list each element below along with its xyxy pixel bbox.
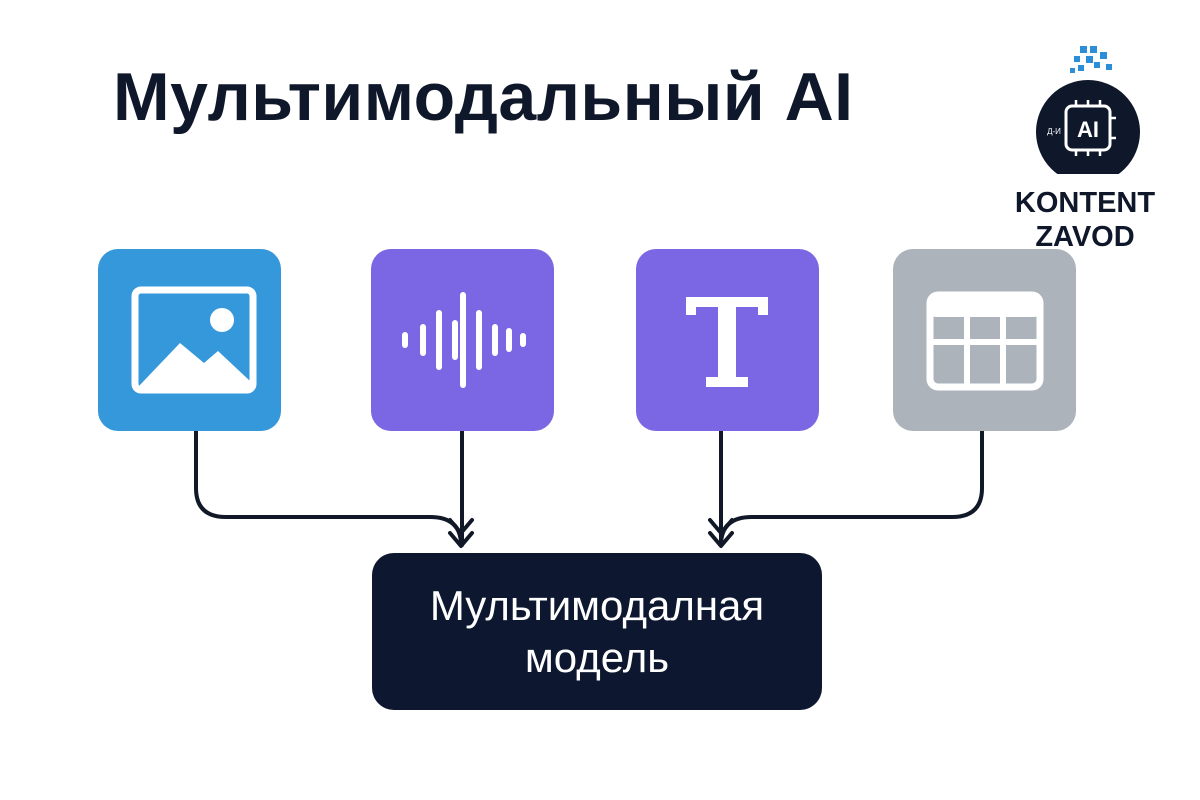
connector-table: [719, 429, 984, 547]
arrowhead-right-outer: [708, 518, 734, 535]
modality-tile-table: [893, 249, 1076, 431]
modality-tile-image: [98, 249, 281, 431]
logo-brand-line2: ZAVOD: [1035, 221, 1135, 253]
image-icon: [98, 249, 281, 431]
arrowhead-right-inner: [708, 531, 734, 548]
sound-wave-icon: [371, 249, 554, 431]
model-label-line2: модель: [524, 633, 670, 681]
logo-badge-text: AI: [1077, 117, 1099, 142]
modality-tile-audio: [371, 249, 554, 431]
connector-image: [194, 429, 463, 547]
logo-chip-text: Д-И: [1047, 127, 1061, 136]
arrowhead-left-inner: [448, 531, 474, 548]
multimodal-model-box: Мультимодалная модель: [372, 553, 822, 710]
logo-brand-text: KONTENT ZAVOD: [990, 186, 1180, 254]
arrowhead-left-outer: [448, 518, 474, 535]
logo-brand-line1: KONTENT: [1014, 187, 1156, 219]
text-t-icon: [636, 249, 819, 431]
modality-tile-text: [636, 249, 819, 431]
model-label-line1: Мультимодалная: [429, 581, 765, 629]
page-title: Мультимодальный AI: [113, 59, 854, 135]
kontent-zavod-logo: AI Д-И KONTENT ZAVOD: [990, 44, 1180, 254]
table-icon: [893, 249, 1076, 431]
ai-chip-logo-icon: AI Д-И: [1036, 46, 1140, 174]
